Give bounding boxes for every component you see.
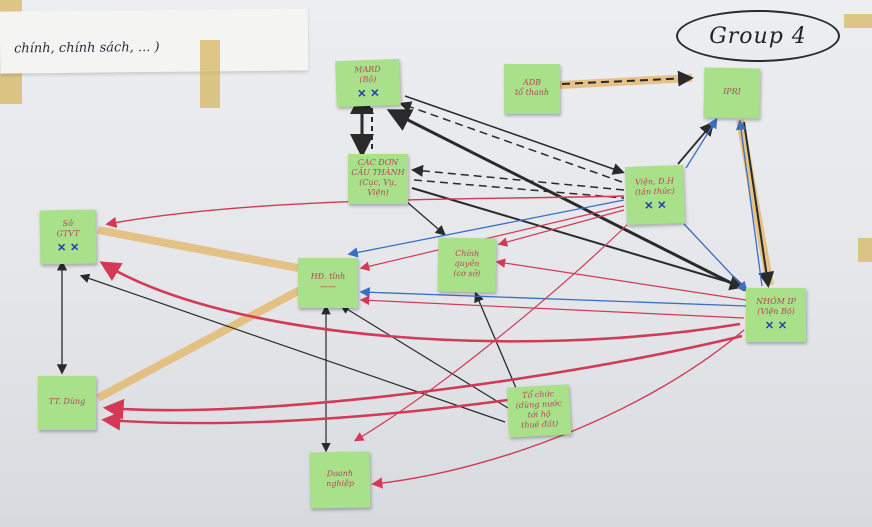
arrow-nhomip-mard: [386, 109, 746, 292]
sticky-note: NHÓM IP(Viện Bộ) ✕ ✕: [746, 288, 806, 342]
tape-top-right: [844, 14, 872, 28]
tape-top-middle: [200, 40, 220, 108]
note-cross-marks: ✕ ✕: [56, 240, 80, 255]
note-line: nghiệp: [326, 478, 355, 489]
arrow-nhomip-tt: [102, 334, 743, 420]
note-line: MARD: [354, 64, 381, 75]
arrow-nhomip-left: [99, 261, 741, 343]
arrow-viendh-doanhnghiep: [353, 221, 631, 442]
arrow-viendh-mard: [399, 101, 623, 183]
note-line: HĐ. tỉnh: [310, 272, 346, 281]
note-line: ——: [319, 282, 336, 291]
arrow-nhomip-chinhquyen: [495, 258, 747, 301]
black-links: [56, 70, 775, 453]
sticky-note: HĐ. tỉnh——: [298, 258, 358, 308]
arrow-tochuc-left: [79, 273, 506, 423]
highlight-tt-hq: [96, 286, 302, 402]
note-line: Doanh: [326, 468, 354, 479]
note-text: IPRI: [723, 87, 741, 97]
sticky-note: IPRI: [703, 67, 761, 119]
note-line: CÁC ĐƠN: [357, 158, 399, 167]
note-cross-marks: ✕ ✕: [764, 319, 788, 333]
note-text: MARD(Bộ): [354, 65, 381, 86]
arrow-viendh-ipri: [677, 121, 715, 165]
arrow-nhomip-hq-blue: [359, 287, 747, 307]
note-cross-marks: ✕ ✕: [357, 86, 380, 101]
note-line: quyền: [454, 258, 480, 269]
sticky-note: MARD(Bộ) ✕ ✕: [335, 58, 401, 108]
sticky-note: TT. Dùng: [38, 376, 96, 430]
note-line: tổ thanh: [514, 88, 550, 97]
note-line: (Bộ): [359, 74, 377, 85]
note-line: (Cục, Vụ, Viện): [359, 178, 397, 197]
note-line: NHÓM IP: [756, 297, 796, 307]
arrow-cacdon-nhomip: [411, 187, 746, 291]
arrow-nhomip-ipri-blue: [735, 119, 763, 287]
sticky-note: Viện, Đ.H(tân thức) ✕ ✕: [625, 165, 685, 225]
tape-right-edge: [858, 238, 872, 262]
arrow-tochuc-tt: [101, 398, 509, 431]
note-line: Chính: [455, 248, 480, 259]
arrow-viendh-nhomip-blue: [683, 223, 748, 292]
highlight-left-hq: [97, 226, 299, 272]
arrow-viendh-hq: [359, 205, 625, 272]
note-line: Sở: [62, 219, 73, 229]
arrow-ipri-nhomip: [743, 121, 775, 288]
group-label-oval: Group 4: [676, 10, 840, 62]
arrow-viendh-hq-blue: [347, 199, 625, 258]
arrow-mard-viendh: [404, 95, 625, 175]
note-line: (tân thức): [634, 186, 675, 197]
note-line: (cơ sở): [453, 268, 481, 279]
arrow-cacdon-viendh: [413, 179, 625, 199]
blue-links: [347, 117, 763, 307]
arrow-viendh-chinhquyen: [497, 209, 625, 247]
note-line: CẤU THÀNH: [351, 168, 405, 177]
note-text: TT. Dùng: [49, 397, 86, 407]
note-line: (Viện Bộ): [757, 307, 795, 317]
note-line: thuê đất): [520, 419, 559, 430]
arrow-nhomip-hq: [359, 295, 745, 319]
arrow-adb-ipri: [561, 70, 694, 87]
note-text: NHÓM IP(Viện Bộ): [756, 297, 796, 317]
note-line: ADB: [522, 78, 542, 87]
arrow-viendh-ipri-blue: [685, 117, 718, 169]
note-cross-marks: ✕ ✕: [644, 198, 667, 213]
note-line: GTVT: [56, 228, 80, 239]
note-text: HĐ. tỉnh——: [311, 272, 346, 292]
arrow-viendh-cacdon: [411, 164, 625, 191]
group-label: Group 4: [709, 23, 807, 49]
arrow-tochuc-hq: [339, 304, 509, 409]
note-line: IPRI: [723, 86, 741, 97]
note-line: TT. Dùng: [48, 397, 86, 406]
note-text: Viện, Đ.H(tân thức): [634, 176, 675, 197]
